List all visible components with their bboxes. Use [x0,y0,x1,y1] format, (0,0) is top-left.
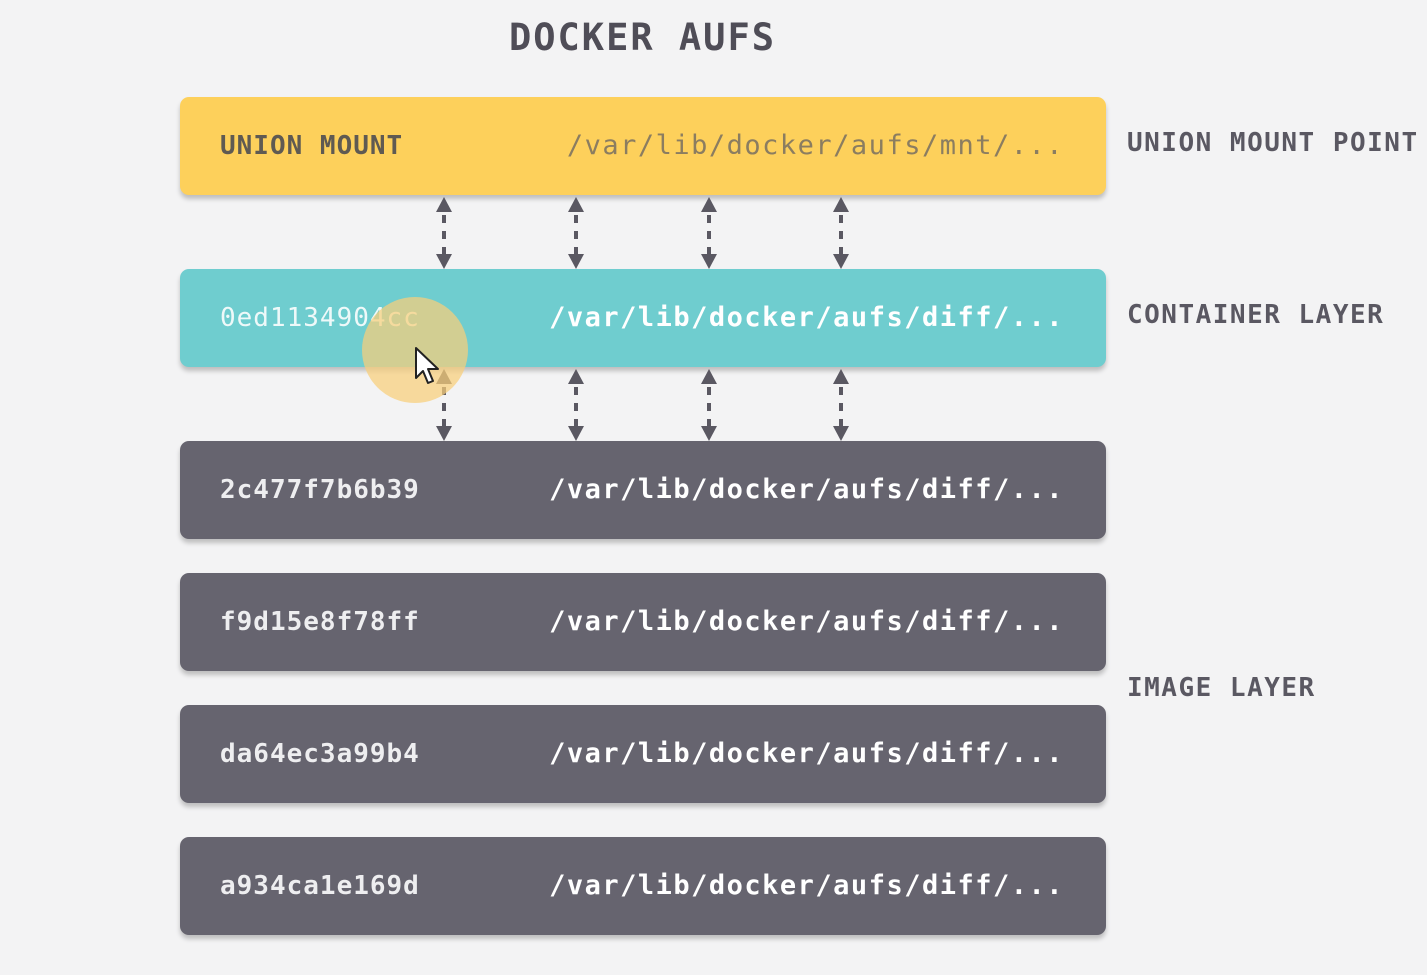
image-layer-id: da64ec3a99b4 [220,739,420,769]
image-layer-id: f9d15e8f78ff [220,607,420,637]
double-arrow-icon [699,195,719,271]
double-arrow-icon [566,195,586,271]
connectors-union-container [434,195,851,271]
image-layer-path: /var/lib/docker/aufs/diff/... [549,870,1064,901]
image-layer-label: IMAGE LAYER [1127,673,1316,703]
image-layer-3: da64ec3a99b4 /var/lib/docker/aufs/diff/.… [180,705,1106,803]
image-layer-id: a934ca1e169d [220,871,420,901]
image-layer-id: 2c477f7b6b39 [220,475,420,505]
union-mount-point-label: UNION MOUNT POINT [1127,128,1419,158]
mouse-pointer-icon [415,347,439,384]
double-arrow-icon [434,195,454,271]
container-layer-label: CONTAINER LAYER [1127,300,1385,330]
union-mount-path: /var/lib/docker/aufs/mnt/... [566,130,1064,161]
image-layer-2: f9d15e8f78ff /var/lib/docker/aufs/diff/.… [180,573,1106,671]
double-arrow-icon [699,367,719,443]
double-arrow-icon [566,367,586,443]
image-layer-path: /var/lib/docker/aufs/diff/... [549,738,1064,769]
image-layer-path: /var/lib/docker/aufs/diff/... [549,474,1064,505]
connectors-container-image [434,367,851,443]
image-layer-4: a934ca1e169d /var/lib/docker/aufs/diff/.… [180,837,1106,935]
double-arrow-icon [831,195,851,271]
container-layer-path: /var/lib/docker/aufs/diff/... [549,302,1064,333]
diagram-title: DOCKER AUFS [508,16,777,59]
double-arrow-icon [831,367,851,443]
image-layer-1: 2c477f7b6b39 /var/lib/docker/aufs/diff/.… [180,441,1106,539]
union-mount-name: UNION MOUNT [220,131,404,161]
container-layer: 0ed1134904cc /var/lib/docker/aufs/diff/.… [180,269,1106,367]
image-layer-path: /var/lib/docker/aufs/diff/... [549,606,1064,637]
union-mount-layer: UNION MOUNT /var/lib/docker/aufs/mnt/... [180,97,1106,195]
